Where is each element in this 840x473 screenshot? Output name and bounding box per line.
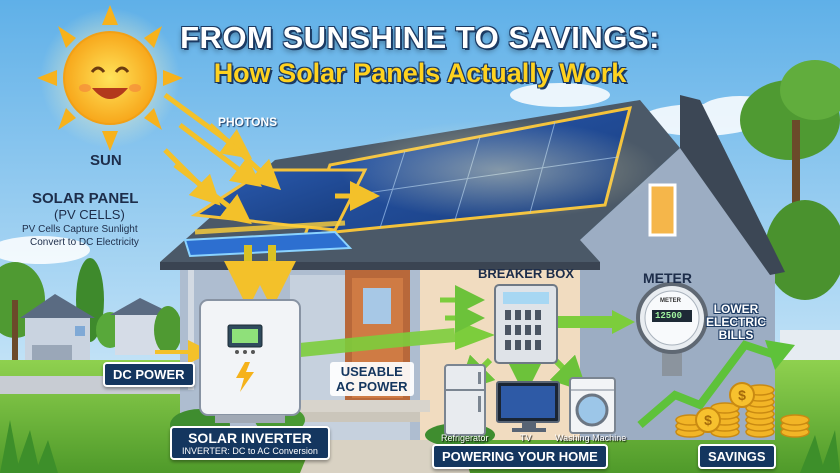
refrigerator-icon: [444, 364, 486, 436]
solar-inverter-label: SOLAR INVERTER INVERTER: DC to AC Conver…: [170, 426, 330, 460]
svg-text:$: $: [704, 412, 712, 428]
usable-ac-line-2: AC POWER: [336, 379, 408, 394]
inverter-title: SOLAR INVERTER: [188, 430, 312, 446]
dollar-coin-icon: $ $: [695, 382, 755, 433]
pv-capture-text: PV Cells Capture Sunlight: [22, 224, 138, 235]
solar-inverter: [199, 299, 301, 423]
sun-label: SUN: [90, 152, 122, 169]
tv-icon: [496, 381, 560, 432]
inverter-subtitle: INVERTER: DC to AC Conversion: [182, 446, 318, 456]
pv-convert-text: Convert to DC Electricity: [30, 237, 139, 248]
background-left: [0, 258, 182, 363]
dc-power-label: DC POWER: [103, 362, 195, 387]
title-line-2: How Solar Panels Actually Work: [213, 58, 627, 88]
smiling-sun-icon: [37, 5, 183, 151]
breaker-box-label: BREAKER BOX: [478, 266, 575, 281]
usable-ac-line-1: USEABLE: [340, 364, 403, 379]
electric-meter: [636, 282, 708, 376]
meter-reading: 12500: [655, 311, 683, 321]
title-line-1: FROM SUNSHINE TO SAVINGS:: [180, 20, 660, 55]
lower-bills-line-1: LOWER: [713, 302, 759, 316]
appliances: [444, 364, 616, 436]
breaker-box: [494, 284, 558, 364]
background-right: [740, 60, 840, 360]
savings-label: SAVINGS: [698, 444, 776, 469]
washing-machine-label: Washing Machine: [555, 433, 627, 443]
tv-label: TV: [520, 433, 532, 443]
meter-device-label: METER: [660, 298, 681, 304]
lower-bills-label: LOWER ELECTRIC BILLS: [706, 303, 766, 342]
meter-label: METER: [643, 270, 692, 286]
lower-bills-line-2: ELECTRIC: [706, 315, 766, 329]
refrigerator-label: Refrigerator: [441, 433, 489, 443]
solar-panel-label: SOLAR PANEL: [32, 190, 139, 207]
svg-text:$: $: [738, 387, 746, 403]
usable-ac-label: USEABLE AC POWER: [330, 362, 414, 396]
photon-arrows: [163, 92, 282, 225]
lower-bills-line-3: BILLS: [718, 328, 754, 342]
photons-label: PHOTONS: [218, 115, 278, 129]
lightning-bolt-icon: [236, 362, 254, 392]
powering-home-label: POWERING YOUR HOME: [432, 444, 608, 469]
foreground-grass: [0, 420, 840, 473]
washing-machine-icon: [569, 377, 616, 434]
savings-graphic: $ $: [637, 340, 810, 438]
pv-cells-label: (PV CELLS): [54, 207, 125, 222]
